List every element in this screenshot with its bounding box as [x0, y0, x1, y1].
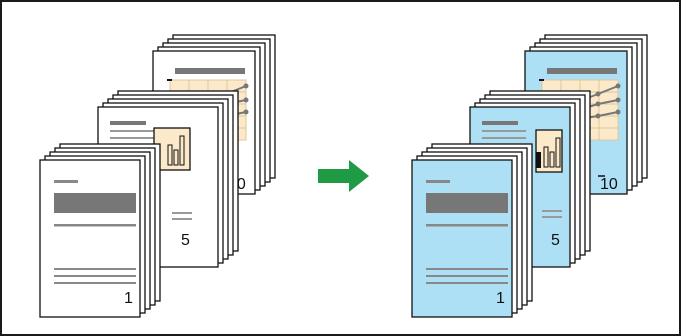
after-bar-chart — [535, 129, 563, 173]
after-middle-page-number: 5 — [551, 232, 560, 249]
before-front-page-number: 1 — [124, 290, 133, 307]
before-document-set: 10 5 — [39, 34, 276, 318]
after-middle-heading-bar — [482, 121, 518, 125]
before-middle-heading-bar — [110, 121, 146, 125]
after-front-page — [411, 159, 513, 318]
before-front-stack: 1 — [39, 143, 161, 318]
right-arrow-icon — [318, 160, 369, 192]
after-back-page-number: 10 — [600, 176, 618, 193]
after-document-set: 10 5 — [411, 34, 648, 318]
after-back-title-bar — [547, 68, 617, 74]
before-front-page — [39, 159, 141, 318]
after-front-page-number: 1 — [496, 290, 505, 307]
after-front-stack: 1 — [411, 143, 533, 318]
before-back-title-bar — [175, 68, 245, 74]
before-front-title-block — [54, 193, 136, 213]
after-front-title-block — [426, 193, 508, 213]
before-middle-page-number: 5 — [181, 232, 190, 249]
